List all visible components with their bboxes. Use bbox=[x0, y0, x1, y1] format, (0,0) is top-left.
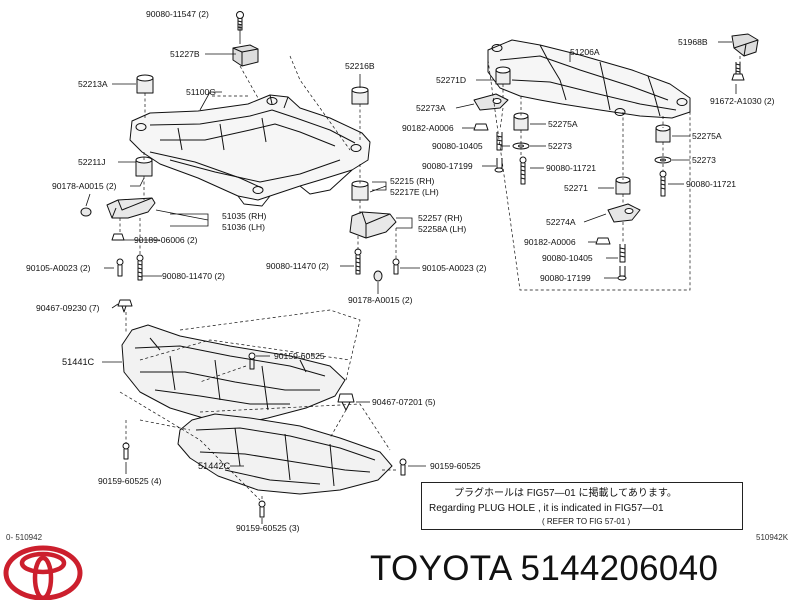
label-91672-A1030: 91672-A1030 (2) bbox=[710, 96, 775, 106]
nut-90182-b-drawing bbox=[595, 237, 611, 245]
label-90080-11470-b: 90080-11470 (2) bbox=[266, 261, 329, 271]
label-51968B: 51968B bbox=[678, 37, 708, 47]
note-line-japanese: プラグホールは FIG57―01 に掲載してあります。 bbox=[454, 488, 677, 499]
bracket-51968B-drawing bbox=[731, 33, 759, 57]
label-90080-11470-a: 90080-11470 (2) bbox=[162, 271, 225, 281]
label-90105-A0023-b: 90105-A0023 (2) bbox=[422, 263, 487, 273]
label-90178-A0015-b: 90178-A0015 (2) bbox=[348, 295, 413, 305]
grommet-90178-b bbox=[373, 270, 383, 282]
label-90159-60525-b: 90159-60525 bbox=[430, 461, 481, 471]
bushing-52271D-drawing bbox=[495, 66, 511, 85]
label-90467-07201: 90467-07201 (5) bbox=[372, 397, 436, 407]
label-52258A: 52258A (LH) bbox=[418, 224, 467, 234]
clip-90467-07201-drawing bbox=[337, 393, 355, 411]
diagram-code-right: 510942K bbox=[756, 533, 789, 542]
bolt-90080-17199-b-drawing bbox=[617, 266, 627, 281]
bushing-52213A-drawing bbox=[136, 74, 154, 94]
label-52217E: 52217E (LH) bbox=[390, 187, 439, 197]
nut-90189-drawing bbox=[111, 233, 125, 241]
toyota-logo-icon bbox=[3, 545, 83, 600]
label-90159-60525-a: 90159-60525 bbox=[274, 351, 325, 361]
leader-lines bbox=[85, 24, 737, 524]
label-51442C: 51442C bbox=[198, 461, 231, 471]
label-90080-17199-a: 90080-17199 bbox=[422, 161, 473, 171]
label-90189-06006: 90189-06006 (2) bbox=[134, 235, 198, 245]
bolt-90080-10405-a-drawing bbox=[496, 132, 503, 151]
label-90159-60525-4: 90159-60525 (4) bbox=[98, 476, 162, 486]
bolt-90080-11547-drawing bbox=[236, 11, 244, 31]
bushing-52271-drawing bbox=[615, 176, 631, 195]
label-52257: 52257 (RH) bbox=[418, 213, 463, 223]
plug-hole-note-box: プラグホールは FIG57―01 に掲載してあります。 Regarding PL… bbox=[421, 482, 743, 530]
label-90080-11721-b: 90080-11721 bbox=[686, 179, 737, 189]
label-51441C: 51441C bbox=[62, 357, 95, 367]
label-90080-10405-a: 90080-10405 bbox=[432, 141, 483, 151]
rear-subframe-drawing bbox=[487, 39, 691, 119]
label-90105-A0023-a: 90105-A0023 (2) bbox=[26, 263, 91, 273]
label-52271: 52271 bbox=[564, 183, 588, 193]
label-90182-A0006-b: 90182-A0006 bbox=[524, 237, 576, 247]
label-52275A-b: 52275A bbox=[692, 131, 722, 141]
label-51036: 51036 (LH) bbox=[222, 222, 265, 232]
label-52211J: 52211J bbox=[78, 157, 106, 167]
label-90080-17199-b: 90080-17199 bbox=[540, 273, 591, 283]
stopper-52274A-drawing bbox=[607, 203, 641, 223]
bushing-52275A-a-drawing bbox=[513, 112, 529, 131]
clip-90467-09230-drawing bbox=[117, 299, 133, 313]
label-52273-a: 52273 bbox=[548, 141, 572, 151]
label-51100G: 51100G bbox=[186, 87, 216, 97]
label-90080-11547: 90080-11547 (2) bbox=[146, 9, 209, 19]
bolt-90080-11470-a-drawing bbox=[136, 254, 144, 281]
brand-part-number: TOYOTA 5144206040 bbox=[370, 549, 719, 588]
label-52274A: 52274A bbox=[546, 217, 576, 227]
cover-51442C-drawing bbox=[177, 413, 393, 495]
nut-90182-a-drawing bbox=[473, 123, 489, 131]
label-52275A-a: 52275A bbox=[548, 119, 578, 129]
label-52215: 52215 (RH) bbox=[390, 176, 435, 186]
diagram-code-left: 0- 510942 bbox=[6, 533, 43, 542]
label-52216B: 52216B bbox=[345, 61, 375, 71]
screw-90159-a-drawing bbox=[248, 352, 256, 370]
label-52273A: 52273A bbox=[416, 103, 446, 113]
label-52273-b: 52273 bbox=[692, 155, 716, 165]
label-90178-A0015-a: 90178-A0015 (2) bbox=[52, 181, 117, 191]
bolt-90080-10405-b-drawing bbox=[619, 244, 626, 263]
note-line-refer: ( REFER TO FIG 57-01 ) bbox=[542, 517, 631, 526]
screw-90159-4-drawing bbox=[122, 442, 130, 460]
screw-90159-b-drawing bbox=[399, 458, 407, 476]
bracket-51035-drawing bbox=[106, 197, 156, 219]
label-52271D: 52271D bbox=[436, 75, 467, 85]
label-90159-60525-3: 90159-60525 (3) bbox=[236, 523, 300, 533]
label-90467-09230: 90467-09230 (7) bbox=[36, 303, 100, 313]
grommet-90178-a bbox=[80, 207, 92, 217]
bolt-90080-17199-a-drawing bbox=[494, 158, 504, 173]
front-subframe-drawing bbox=[129, 94, 371, 207]
bolt-90080-11721-a-drawing bbox=[519, 156, 527, 185]
bolt-90080-11721-b-drawing bbox=[659, 170, 667, 197]
bolt-91672-drawing bbox=[731, 62, 745, 81]
label-51035: 51035 (RH) bbox=[222, 211, 267, 221]
label-52213A: 52213A bbox=[78, 79, 108, 89]
label-90080-10405-b: 90080-10405 bbox=[542, 253, 593, 263]
assembly-dashed-lines bbox=[119, 55, 741, 502]
cover-51441C-drawing bbox=[121, 324, 346, 425]
stopper-52273A-drawing bbox=[473, 93, 509, 111]
bracket-52257-drawing bbox=[349, 211, 397, 239]
label-90080-11721-a: 90080-11721 bbox=[546, 163, 597, 173]
label-51227B: 51227B bbox=[170, 49, 200, 59]
bolt-90080-11470-b-drawing bbox=[354, 248, 362, 275]
bolt-90105-b-drawing bbox=[392, 258, 400, 275]
bolt-90105-a-drawing bbox=[116, 258, 124, 277]
screw-90159-3-drawing bbox=[258, 500, 266, 518]
label-90182-A0006-a: 90182-A0006 bbox=[402, 123, 454, 133]
label-51206A: 51206A bbox=[570, 47, 600, 57]
note-line-english: Regarding PLUG HOLE , it is indicated in… bbox=[429, 503, 664, 514]
bushing-52215-drawing bbox=[351, 180, 369, 201]
bushing-52216B-drawing bbox=[351, 86, 369, 105]
bracket-51227B-drawing bbox=[232, 44, 259, 67]
